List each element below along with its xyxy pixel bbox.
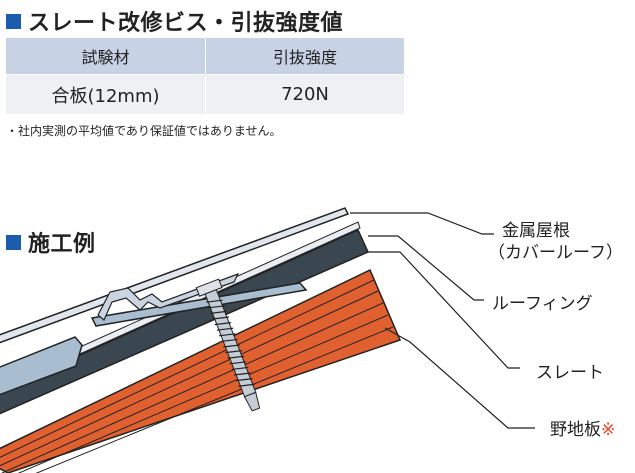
table-row: 合板(12mm) 720N [6, 74, 404, 114]
label-cover-roof: （カバールーフ） [488, 243, 623, 263]
heading-square-icon [6, 234, 21, 250]
label-roofing: ルーフィング [492, 294, 593, 314]
roof-seam [97, 272, 240, 321]
callout-leader-lines [350, 212, 535, 429]
sheathing-board [0, 268, 402, 473]
pullout-strength-table: 試験材 引抜強度 合板(12mm) 720N [6, 38, 404, 114]
label-sheathing: 野地板※ [550, 415, 615, 440]
metal-roof-lower-panel [0, 336, 83, 396]
self-drilling-screw [195, 278, 261, 412]
label-sheathing-text: 野地板 [550, 420, 601, 440]
metal-roof-upper-panel [90, 282, 308, 327]
cell-material: 合板(12mm) [6, 74, 206, 114]
heading-square-icon [6, 13, 21, 29]
disclaimer-note: ・社内実測の平均値であり保証値ではありません。 [6, 124, 282, 138]
sheathing-grain-lines [0, 279, 394, 473]
example-title: 施工例 [28, 232, 96, 257]
spec-heading: スレート改修ビス・引抜強度値 [6, 5, 343, 37]
label-slate: スレート [536, 363, 604, 383]
header-strength: 引抜強度 [205, 38, 404, 75]
cell-strength: 720N [205, 74, 404, 114]
header-material: 試験材 [6, 38, 206, 75]
spec-title: スレート改修ビス・引抜強度値 [28, 11, 344, 36]
example-heading: 施工例 [6, 226, 96, 258]
asterisk-mark: ※ [601, 420, 616, 440]
metal-roof-top-sheet [0, 207, 350, 344]
label-metal-roof: 金属屋根 [502, 221, 570, 241]
table-header-row: 試験材 引抜強度 [6, 38, 404, 75]
